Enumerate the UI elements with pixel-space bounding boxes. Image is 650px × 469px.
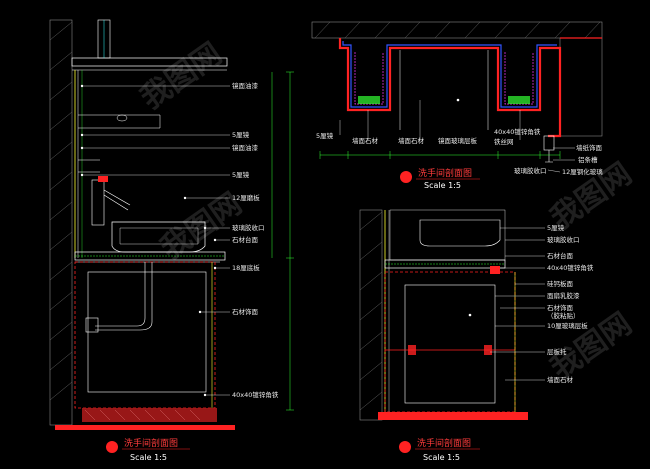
bottom-label-7: （胶粘贴） (547, 311, 580, 320)
bottom-label-0: 5厘镜 (547, 223, 565, 232)
bottom-label-9: 层板托 (547, 347, 567, 356)
left-label-5: 玻璃胶收口 (232, 223, 265, 232)
bottom-label-10: 墙面石材 (547, 375, 574, 384)
bottom-label-3: 40x40镀锌角铁 (547, 263, 594, 272)
left-label-3: 5厘镜 (232, 170, 250, 179)
left-label-1: 5厘镜 (232, 130, 250, 139)
bottom-drawing-scale: Scale 1:5 (423, 453, 460, 462)
top-label-1: 墙面石材 (352, 136, 379, 145)
left-title-marker (106, 441, 118, 453)
bottom-label-4: 硅钙板面 (547, 279, 574, 288)
bottom-label-6: 石材饰面 (547, 303, 574, 312)
bottom-drawing-title: 洗手间剖面图 (417, 437, 471, 449)
bottom-label-8: 10厘玻璃层板 (547, 321, 588, 330)
left-label-0: 镜面油漆 (232, 81, 259, 90)
top-label-4: 铁丝网 (494, 137, 514, 146)
left-label-2: 镜面油漆 (232, 143, 259, 152)
top-right-section-drawing: 5厘镜 墙面石材 墙面石材 40x40镀锌角铁 铁丝网 镜面玻璃层板 墙纸饰面 … (311, 21, 603, 190)
top-drawing-scale: Scale 1:5 (424, 181, 461, 190)
bottom-label-1: 玻璃胶收口 (547, 235, 580, 244)
bottom-label-2: 石材台面 (547, 251, 574, 260)
bottom-title-marker (399, 441, 411, 453)
left-label-9: 40x40镀锌角铁 (232, 390, 279, 399)
left-drawing-scale: Scale 1:5 (130, 453, 167, 462)
left-label-7: 18厘底板 (232, 263, 260, 272)
top-drawing-title: 洗手间剖面图 (418, 167, 472, 179)
top-label-8: 玻璃胶收口 (514, 166, 547, 175)
top-label-9: 12厘钢化玻璃 (562, 167, 603, 176)
top-label-6: 墙纸饰面 (576, 143, 603, 152)
top-title-marker (400, 171, 412, 183)
bottom-right-section-drawing: 5厘镜 玻璃胶收口 石材台面 40x40镀锌角铁 硅钙板面 面扇乳胶漆 石材饰面… (359, 209, 594, 462)
left-label-4: 12厘磨板 (232, 193, 260, 202)
top-label-5: 镜面玻璃层板 (438, 136, 478, 145)
top-label-0: 5厘镜 (316, 131, 334, 140)
top-label-3: 40x40镀锌角铁 (494, 127, 541, 136)
bottom-label-5: 面扇乳胶漆 (547, 291, 580, 300)
left-section-drawing: 镜面油漆 5厘镜 镜面油漆 5厘镜 12厘磨板 玻璃胶收口 石材台面 18厘底板… (49, 19, 294, 462)
left-label-6: 石材台面 (232, 235, 259, 244)
left-label-8: 石材饰面 (232, 307, 259, 316)
top-label-2: 墙面石材 (398, 136, 425, 145)
top-label-7: 铝条槽 (578, 155, 598, 164)
left-drawing-title: 洗手间剖面图 (124, 437, 178, 449)
